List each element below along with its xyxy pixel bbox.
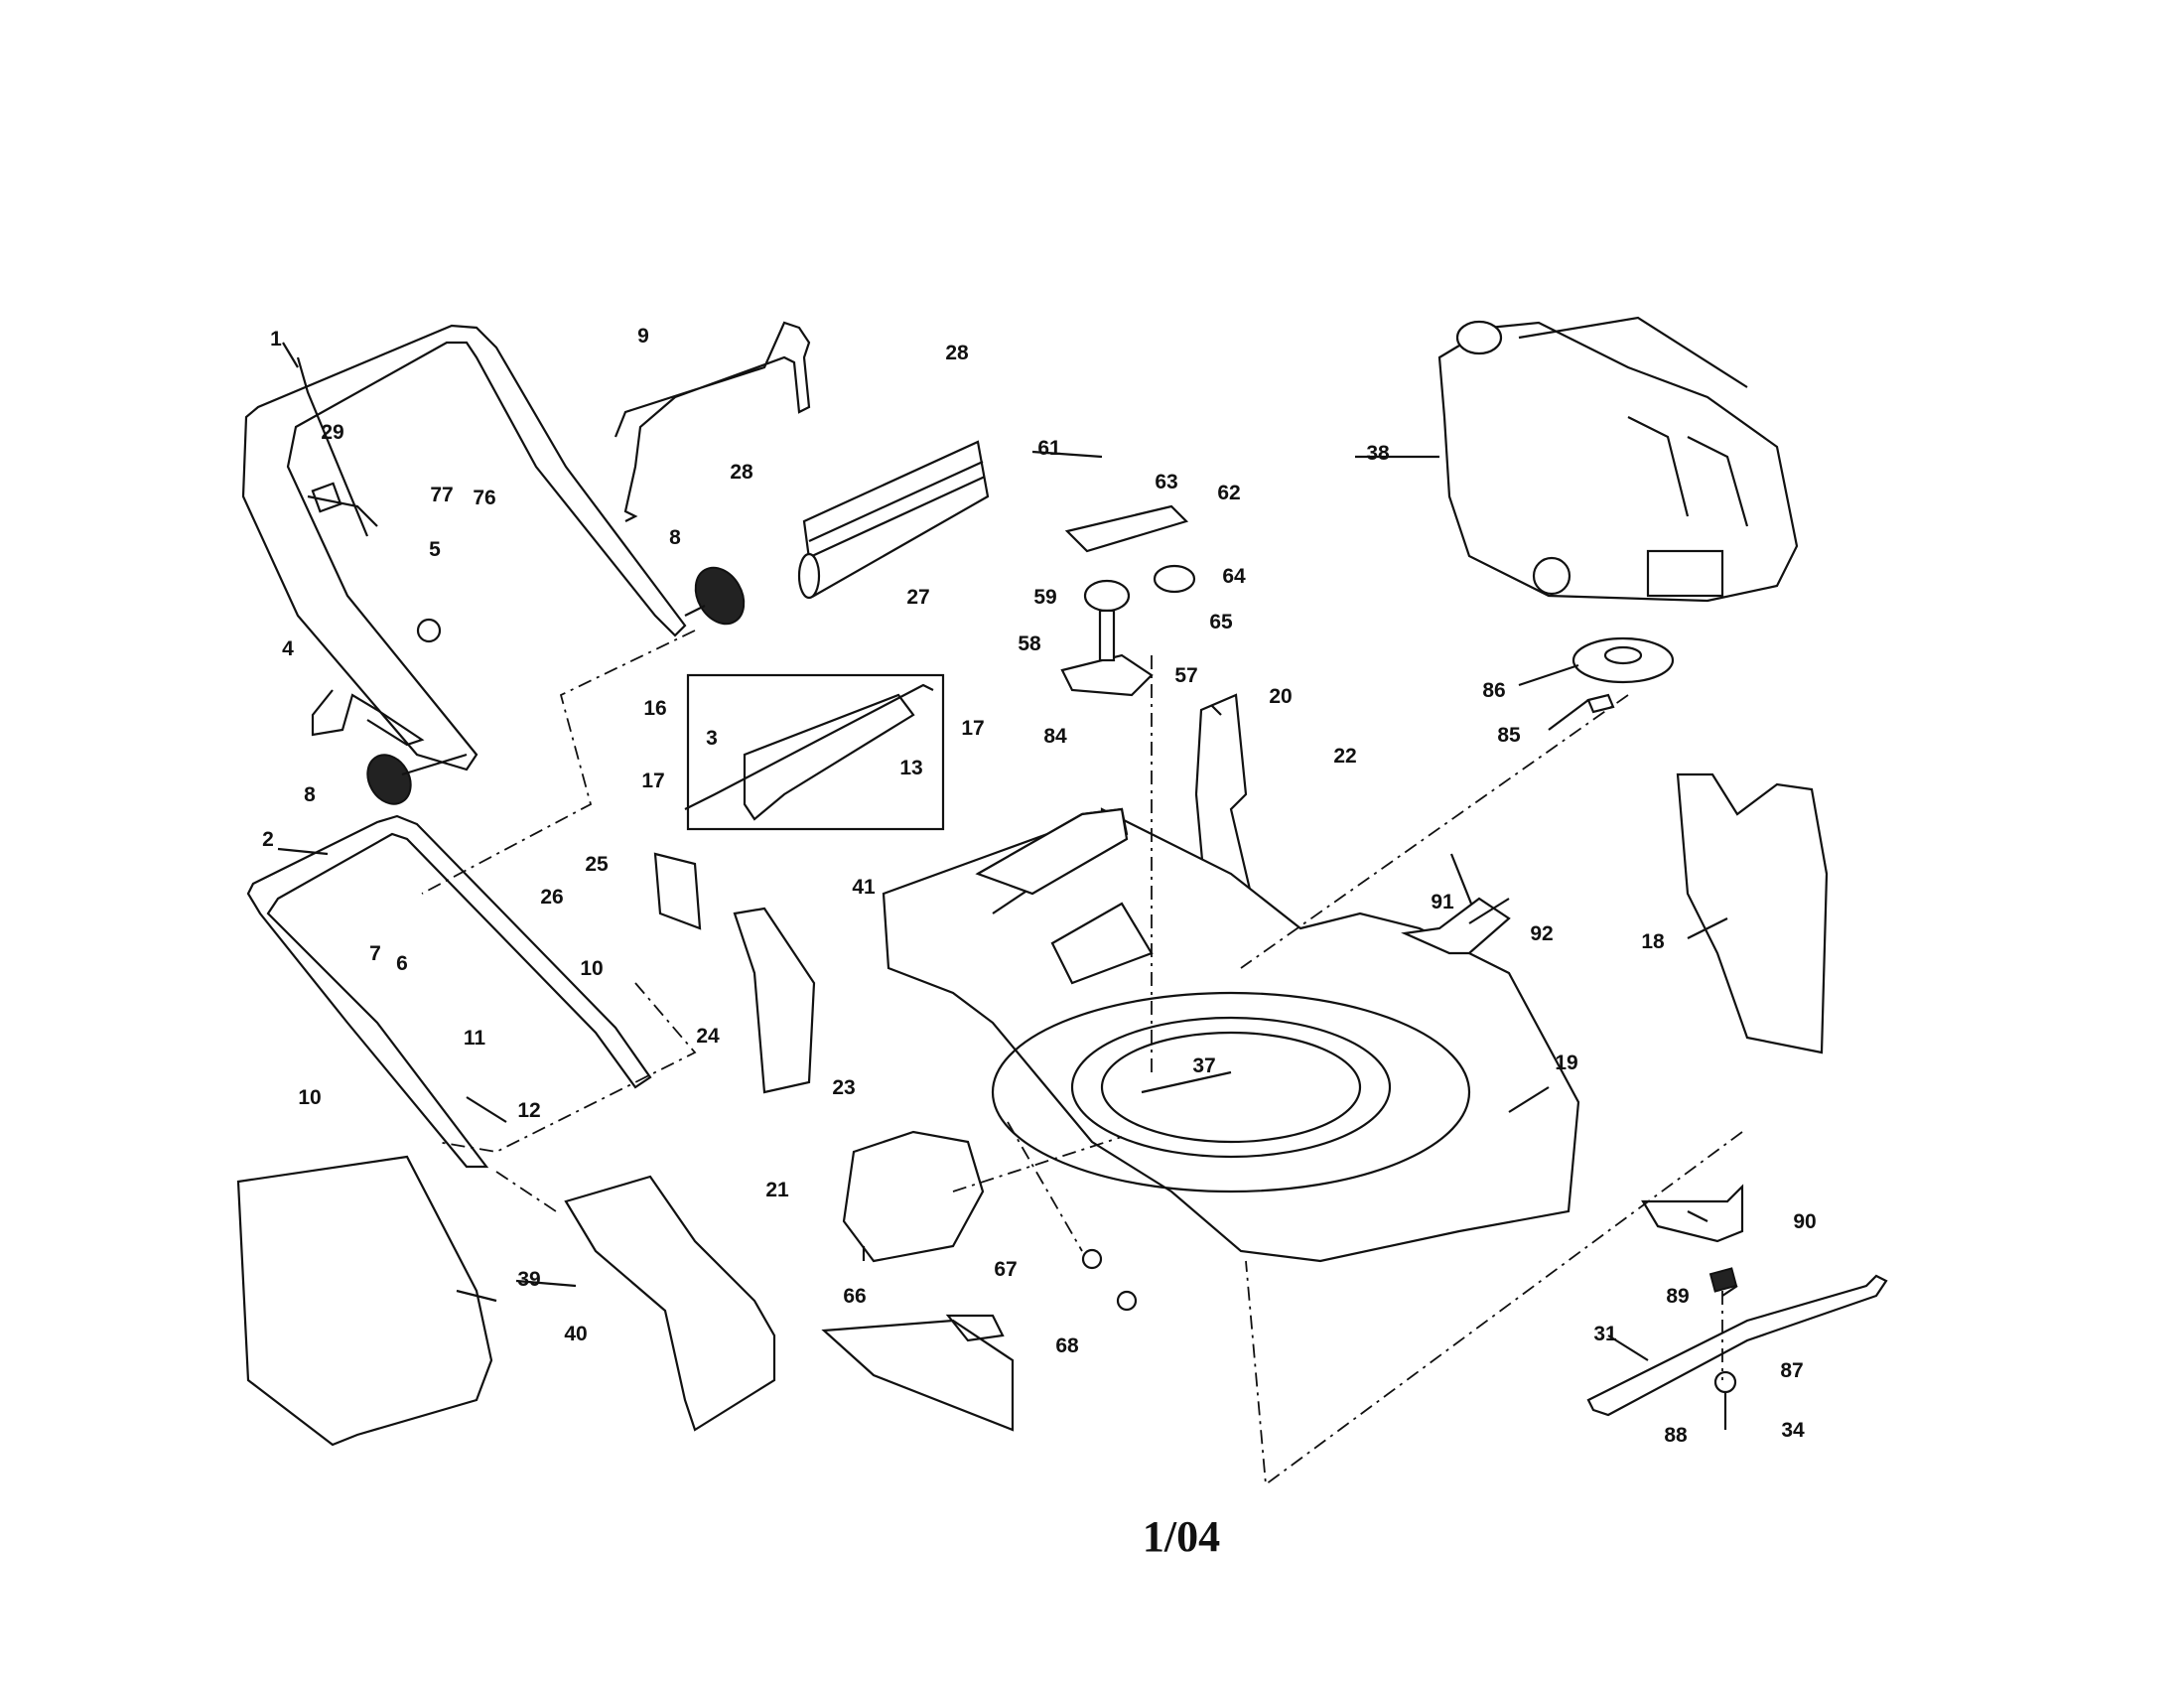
label-28-top: 28 xyxy=(945,342,969,364)
label-1: 1 xyxy=(270,328,282,351)
label-28-left: 28 xyxy=(730,461,753,484)
label-29: 29 xyxy=(321,421,343,444)
label-58: 58 xyxy=(1018,632,1041,655)
label-84: 84 xyxy=(1043,725,1067,748)
bracket-92 xyxy=(1401,897,1511,955)
label-31: 31 xyxy=(1593,1323,1617,1345)
label-39: 39 xyxy=(517,1268,540,1291)
bail-bar xyxy=(614,321,811,522)
lower-handle xyxy=(246,814,652,1169)
engine-pulley-86 xyxy=(1571,636,1675,684)
nut-68a xyxy=(1081,1248,1103,1270)
pulley-64 xyxy=(1153,564,1196,594)
label-85: 85 xyxy=(1497,724,1521,747)
discharge-chute-66 xyxy=(842,1130,985,1263)
label-25: 25 xyxy=(585,853,609,876)
label-91: 91 xyxy=(1431,891,1454,913)
bushing-5 xyxy=(416,618,442,643)
label-4: 4 xyxy=(282,637,294,660)
label-41: 41 xyxy=(852,876,876,899)
key-85 xyxy=(1586,693,1615,714)
mower-deck xyxy=(882,807,1580,1263)
label-26: 26 xyxy=(540,886,563,909)
engine xyxy=(1437,316,1799,603)
assembly-lines xyxy=(421,630,1743,1486)
label-89: 89 xyxy=(1666,1285,1689,1308)
grass-bag xyxy=(236,1155,493,1447)
baffle-18 xyxy=(1676,772,1829,1054)
nut-68b xyxy=(1116,1290,1138,1312)
label-62: 62 xyxy=(1217,482,1240,504)
label-38: 38 xyxy=(1366,442,1390,465)
label-77: 77 xyxy=(430,484,453,506)
label-65: 65 xyxy=(1209,611,1233,633)
bracket-25 xyxy=(653,852,702,930)
label-24: 24 xyxy=(696,1025,720,1048)
label-59: 59 xyxy=(1033,586,1056,609)
grass-bag-frame xyxy=(564,1175,776,1432)
label-17-left: 17 xyxy=(641,770,664,792)
spring-4 xyxy=(311,689,425,747)
rear-flap xyxy=(797,440,990,600)
label-86: 86 xyxy=(1482,679,1505,702)
label-11: 11 xyxy=(464,1027,486,1050)
label-8-lower: 8 xyxy=(304,783,316,806)
wheel-8-lower xyxy=(366,753,468,805)
wheel-8-upper xyxy=(684,566,746,626)
footer-code: 1/04 xyxy=(1143,1512,1220,1561)
label-76: 76 xyxy=(473,487,495,509)
label-67: 67 xyxy=(994,1258,1017,1281)
label-22: 22 xyxy=(1333,745,1356,768)
rod-assembly-box xyxy=(684,673,945,831)
shaft-58 xyxy=(1098,609,1116,662)
label-20: 20 xyxy=(1269,685,1292,708)
label-63: 63 xyxy=(1155,471,1177,493)
label-87: 87 xyxy=(1780,1359,1803,1382)
blade xyxy=(1586,1274,1888,1417)
bracket-20 xyxy=(1194,693,1253,906)
label-5: 5 xyxy=(429,538,441,561)
label-2: 2 xyxy=(262,828,274,851)
label-18: 18 xyxy=(1641,930,1665,953)
leader-lines xyxy=(277,342,1738,1361)
label-9: 9 xyxy=(637,325,649,348)
label-68: 68 xyxy=(1055,1334,1079,1357)
label-61: 61 xyxy=(1037,437,1061,460)
label-10-upper: 10 xyxy=(580,957,603,980)
fan-89 xyxy=(1708,1267,1738,1293)
label-12: 12 xyxy=(517,1099,540,1122)
label-90: 90 xyxy=(1793,1210,1816,1233)
part-labels: 1 2 3 4 5 6 7 8 8 9 10 10 11 12 13 16 17… xyxy=(262,325,1817,1447)
upper-handle xyxy=(241,324,687,772)
label-37: 37 xyxy=(1192,1054,1215,1077)
label-7: 7 xyxy=(369,942,381,965)
label-21: 21 xyxy=(765,1179,789,1201)
pulley-59 xyxy=(1083,579,1131,613)
label-10-lower: 10 xyxy=(298,1086,321,1109)
label-66: 66 xyxy=(843,1285,866,1308)
label-13: 13 xyxy=(899,757,922,779)
label-92: 92 xyxy=(1530,922,1553,945)
label-27: 27 xyxy=(906,586,929,609)
washer-87 xyxy=(1713,1370,1737,1394)
label-6: 6 xyxy=(396,952,408,975)
label-3: 3 xyxy=(706,727,718,750)
label-57: 57 xyxy=(1174,664,1197,687)
label-34: 34 xyxy=(1781,1419,1805,1442)
label-64: 64 xyxy=(1222,565,1246,588)
plate-42 xyxy=(821,1319,1015,1432)
label-23: 23 xyxy=(832,1076,855,1099)
label-16: 16 xyxy=(643,697,666,720)
mulch-plug-41 xyxy=(975,807,1129,896)
label-19: 19 xyxy=(1555,1052,1577,1074)
label-8-upper: 8 xyxy=(669,526,681,549)
bracket-63 xyxy=(1064,504,1189,553)
label-40: 40 xyxy=(564,1323,587,1345)
label-17-right: 17 xyxy=(961,717,984,740)
bracket-21 xyxy=(733,907,816,1094)
bracket-67 xyxy=(945,1314,1005,1342)
label-88: 88 xyxy=(1664,1424,1688,1447)
